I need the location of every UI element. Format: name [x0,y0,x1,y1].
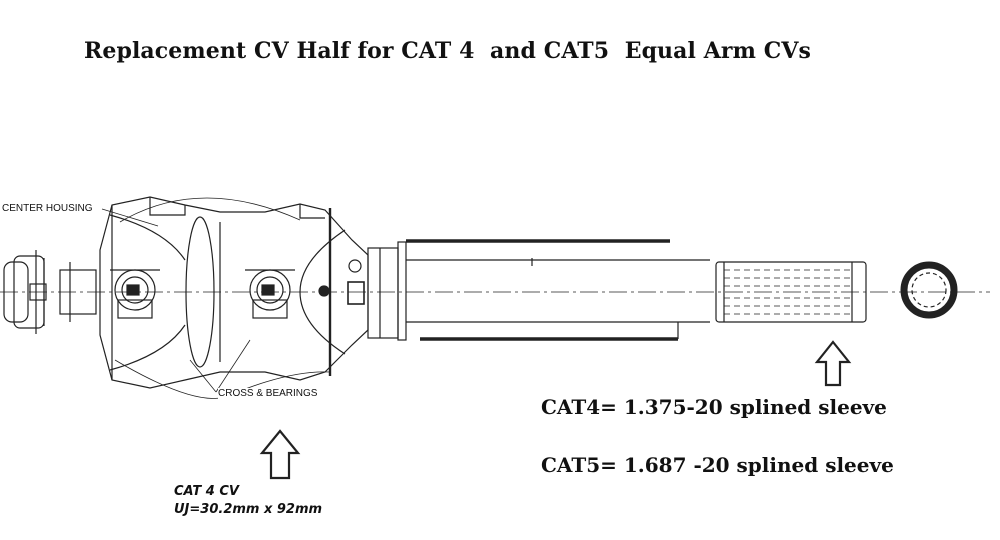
uj-size-label: UJ=30.2mm x 92mm [174,502,323,517]
cv-model-label: CAT 4 CV [174,484,239,499]
spline-end-view [900,261,958,319]
main-tube [406,239,710,341]
left-flange-yoke [3,250,97,334]
spec-cat5: CAT5= 1.687 -20 splined sleeve [541,453,894,477]
spec-cat4: CAT4= 1.375-20 splined sleeve [541,395,887,419]
shaft-collar [367,241,407,341]
cross-bearing-left [110,269,160,319]
arrow-up-sleeve [814,340,852,387]
cv-center-housing [99,196,369,399]
arrow-up-cv [259,429,301,480]
callout-center-housing: CENTER HOUSING [2,203,93,214]
cross-bearing-right [245,269,295,319]
diagram-title: Replacement CV Half for CAT 4 and CAT5 E… [84,38,811,64]
callout-cross-bearings: CROSS & BEARINGS [218,388,318,399]
splined-sleeve [715,261,867,323]
